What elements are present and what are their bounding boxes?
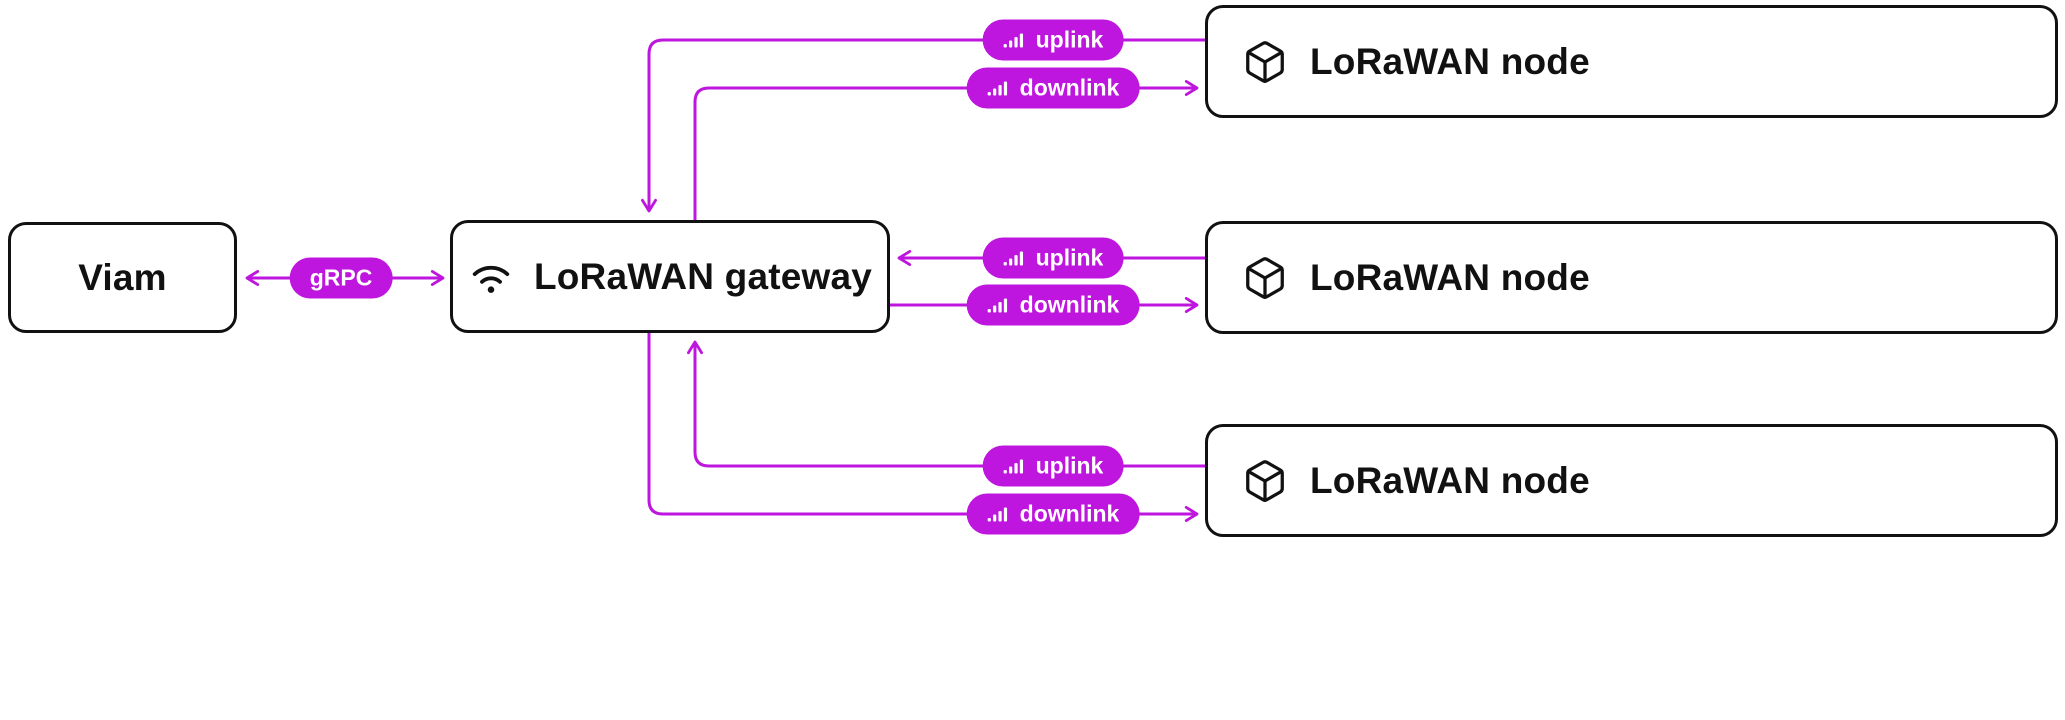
downlink-label: downlink — [1019, 74, 1120, 101]
gateway-box: LoRaWAN gateway — [450, 220, 890, 333]
lorawan-node-box: LoRaWAN node — [1205, 424, 2058, 537]
edge-node2-downlink — [647, 333, 1199, 523]
downlink-label: downlink — [1019, 291, 1120, 318]
grpc-label: gRPC — [309, 264, 373, 291]
downlink-pill: downlink — [966, 284, 1140, 326]
edge-node2-uplink — [686, 340, 1205, 468]
cube-icon — [1242, 255, 1288, 301]
wifi-icon — [468, 254, 514, 300]
uplink-label: uplink — [1035, 244, 1104, 271]
uplink-label: uplink — [1035, 26, 1104, 53]
downlink-pill: downlink — [966, 67, 1140, 109]
downlink-label: downlink — [1019, 500, 1120, 527]
signal-bars-icon — [987, 505, 1011, 523]
signal-bars-icon — [987, 79, 1011, 97]
signal-bars-icon — [987, 296, 1011, 314]
cube-icon — [1242, 39, 1288, 85]
node-label: LoRaWAN node — [1310, 459, 1590, 501]
uplink-label: uplink — [1035, 452, 1104, 479]
signal-bars-icon — [1003, 31, 1027, 49]
edge-node0-downlink — [693, 79, 1199, 220]
grpc-pill: gRPC — [289, 257, 393, 299]
signal-bars-icon — [1003, 457, 1027, 475]
signal-bars-icon — [1003, 249, 1027, 267]
lorawan-node-box: LoRaWAN node — [1205, 221, 2058, 334]
edge-node0-uplink — [640, 38, 1205, 213]
viam-label: Viam — [78, 256, 167, 298]
uplink-pill: uplink — [982, 237, 1124, 279]
uplink-pill: uplink — [982, 445, 1124, 487]
gateway-label: LoRaWAN gateway — [533, 255, 873, 297]
downlink-pill: downlink — [966, 493, 1140, 535]
uplink-pill: uplink — [982, 19, 1124, 61]
viam-box: Viam — [8, 222, 237, 333]
node-label: LoRaWAN node — [1310, 256, 1590, 298]
cube-icon — [1242, 458, 1288, 504]
node-label: LoRaWAN node — [1310, 40, 1590, 82]
lorawan-node-box: LoRaWAN node — [1205, 5, 2058, 118]
